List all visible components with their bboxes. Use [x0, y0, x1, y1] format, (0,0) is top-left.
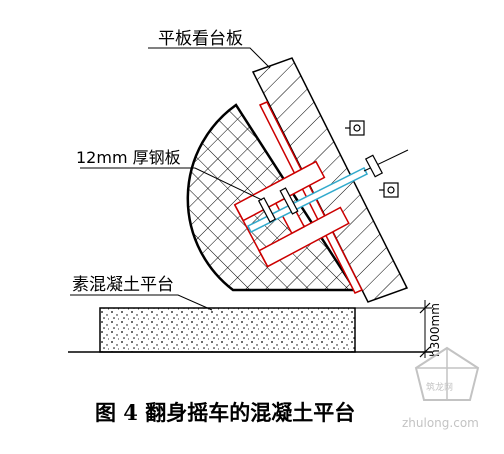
figure-caption: 图 4 翻身摇车的混凝土平台 — [95, 400, 355, 425]
height-dim-label: h300mm — [428, 303, 442, 357]
watermark-logo-text: 筑龙网 — [426, 381, 453, 393]
bolt-nuts — [257, 154, 384, 223]
watermark: 筑龙网 zhulong.com — [402, 346, 480, 430]
board-fixing-lugs — [345, 120, 399, 198]
steel-bracket — [233, 160, 350, 268]
steel-plate-label: 12mm 厚钢板 — [76, 148, 181, 167]
concrete-platform — [99, 307, 356, 353]
concrete-platform-label: 素混凝土平台 — [72, 275, 174, 295]
leader-lines — [70, 47, 271, 311]
height-dimension — [355, 300, 432, 358]
board-label: 平板看台板 — [158, 29, 243, 49]
watermark-site: zhulong.com — [402, 416, 479, 430]
